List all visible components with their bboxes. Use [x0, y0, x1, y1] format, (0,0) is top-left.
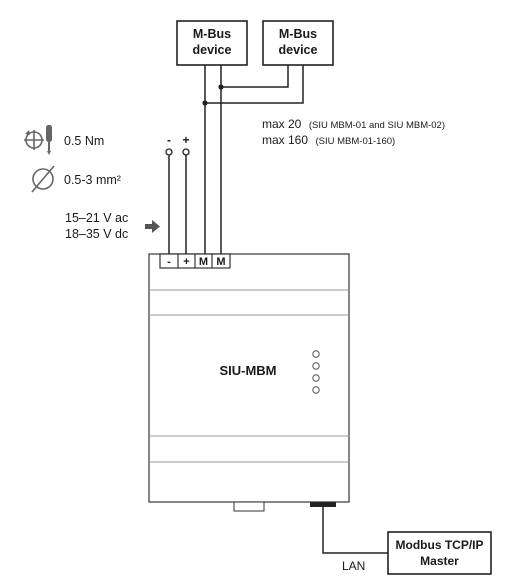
mbus-device-1-line2: device [193, 43, 232, 57]
mbus-wiring [204, 65, 304, 254]
max-160-note: (SIU MBM-01-160) [315, 136, 395, 147]
status-led [312, 350, 320, 358]
mbus-device-2-line1: M-Bus [279, 27, 317, 41]
status-leds [312, 350, 320, 394]
power-ac-label: 15–21 V ac [65, 211, 128, 225]
mbus-device-2: M-Bus device [262, 20, 334, 66]
diameter-icon [31, 165, 55, 193]
master-line1: Modbus TCP/IP [396, 538, 484, 552]
mbus-device-1-line1: M-Bus [193, 27, 231, 41]
modbus-master-box: Modbus TCP/IP Master [387, 531, 492, 575]
wire-junctions [202, 84, 224, 106]
polarity-plus: + [182, 133, 189, 147]
mbus-device-1: M-Bus device [176, 20, 248, 66]
wire-size-value: 0.5-3 mm² [64, 173, 121, 187]
lan-cable [322, 507, 388, 554]
screwdriver-torque-icon [24, 125, 52, 155]
max-devices-note: max 20 (SIU MBM-01 and SIU MBM-02) max 1… [262, 115, 445, 148]
terminal-block: - + M M [159, 253, 231, 269]
power-dc-label: 18–35 V dc [65, 227, 128, 241]
master-line2: Master [420, 554, 459, 568]
unit-label: SIU-MBM [219, 363, 276, 378]
max-20-note: (SIU MBM-01 and SIU MBM-02) [309, 120, 445, 131]
terminal-m2: M [216, 256, 225, 268]
svg-text:max 20 (SIU MBM-01 and S: max 20 (SIU MBM-01 and SIU MBM-02) [262, 115, 445, 132]
max-20-value: max 20 [262, 117, 302, 131]
status-led [312, 362, 320, 370]
arrow-right-icon [145, 220, 160, 233]
terminal-m1: M [199, 256, 208, 268]
mbus-device-2-line2: device [279, 43, 318, 57]
supply-wires [165, 148, 190, 254]
torque-value: 0.5 Nm [64, 134, 104, 148]
polarity-minus: - [167, 133, 171, 147]
terminal-minus: - [167, 256, 171, 268]
status-led [312, 386, 320, 394]
max-160-value: max 160 [262, 133, 308, 147]
status-led [312, 374, 320, 382]
lan-port [310, 502, 336, 507]
terminal-plus: + [183, 256, 189, 268]
din-clip [233, 501, 265, 512]
svg-text:max 160 (SIU MBM-01-160): max 160 (SIU MBM-01-160) [262, 131, 395, 148]
lan-label: LAN [342, 559, 365, 573]
